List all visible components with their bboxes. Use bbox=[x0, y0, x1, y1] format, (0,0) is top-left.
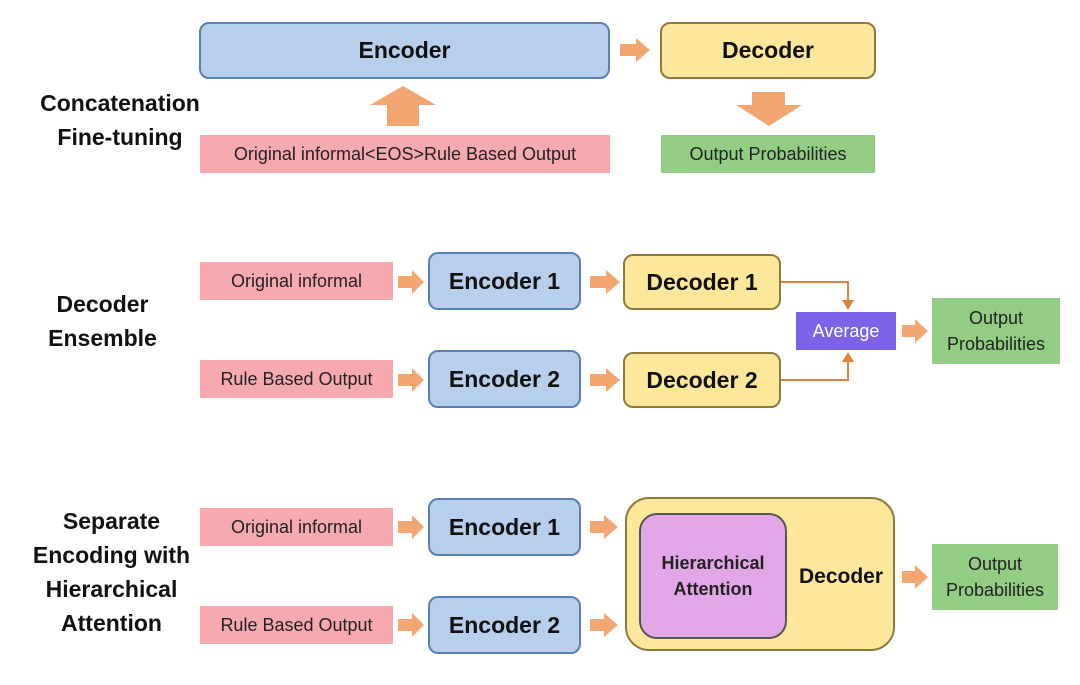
hierarchical-output-line-1: Output bbox=[967, 554, 1023, 574]
hierarchical-decoder-container: Hierarchical Attention Decoder bbox=[625, 497, 895, 651]
hierarchical-encoder1-box: Encoder 1 bbox=[428, 498, 581, 556]
concat-label-line-1: Concatenation bbox=[40, 90, 200, 116]
ensemble-output-line-2: Probabilities bbox=[946, 334, 1046, 354]
arrow-decoder-to-output bbox=[736, 92, 802, 126]
arrow-input1-to-encoder1-h bbox=[398, 515, 424, 539]
ensemble-input2-box: Rule Based Output bbox=[200, 360, 393, 398]
hierarchical-output-box: Output Probabilities bbox=[932, 544, 1058, 610]
arrow-decoder-to-output-h bbox=[902, 565, 928, 589]
arrow-input1-to-encoder1 bbox=[398, 270, 424, 294]
hierarchical-label-line-1: Separate bbox=[62, 508, 161, 534]
arrow-encoder2-to-decoder2 bbox=[590, 368, 620, 392]
hierarchical-section-label: Separate Encoding with Hierarchical Atte… bbox=[14, 504, 209, 640]
ensemble-label-line-1: Decoder bbox=[56, 291, 149, 317]
connector-decoder1-to-average bbox=[781, 281, 849, 302]
arrow-encoder2-to-decoder-h bbox=[590, 613, 618, 637]
arrow-average-to-output bbox=[902, 319, 928, 343]
attention-line-1: Hierarchical bbox=[661, 553, 765, 573]
ensemble-input1-box: Original informal bbox=[200, 262, 393, 300]
hierarchical-input1-box: Original informal bbox=[200, 508, 393, 546]
ensemble-decoder1-box: Decoder 1 bbox=[623, 254, 781, 310]
arrow-input-to-encoder bbox=[370, 86, 436, 126]
concat-label-line-2: Fine-tuning bbox=[57, 124, 183, 150]
ensemble-average-box: Average bbox=[796, 312, 896, 350]
arrow-encoder-to-decoder bbox=[620, 38, 650, 62]
connector-decoder2-to-average bbox=[781, 360, 849, 381]
hierarchical-attention-box: Hierarchical Attention bbox=[639, 513, 787, 639]
hierarchical-label-line-2: Encoding with bbox=[32, 542, 191, 568]
arrowhead-bottom-average bbox=[842, 352, 854, 362]
arrow-input2-to-encoder2 bbox=[398, 368, 424, 392]
concat-output-box: Output Probabilities bbox=[661, 135, 875, 173]
attention-line-2: Attention bbox=[673, 579, 753, 599]
ensemble-decoder2-box: Decoder 2 bbox=[623, 352, 781, 408]
ensemble-output-box: Output Probabilities bbox=[932, 298, 1060, 364]
hierarchical-label-line-3: Hierarchical bbox=[45, 576, 178, 602]
concat-decoder-box: Decoder bbox=[660, 22, 876, 79]
ensemble-label-line-2: Ensemble bbox=[48, 325, 157, 351]
hierarchical-encoder2-box: Encoder 2 bbox=[428, 596, 581, 654]
concat-input-box: Original informal<EOS>Rule Based Output bbox=[200, 135, 610, 173]
concat-encoder-box: Encoder bbox=[199, 22, 610, 79]
arrow-encoder1-to-decoder1 bbox=[590, 270, 620, 294]
ensemble-encoder2-box: Encoder 2 bbox=[428, 350, 581, 408]
arrow-input2-to-encoder2-h bbox=[398, 613, 424, 637]
arrowhead-top-average bbox=[842, 300, 854, 310]
hierarchical-decoder-label: Decoder bbox=[798, 565, 884, 588]
arrow-encoder1-to-decoder-h bbox=[590, 515, 618, 539]
ensemble-section-label: Decoder Ensemble bbox=[20, 287, 185, 355]
ensemble-encoder1-box: Encoder 1 bbox=[428, 252, 581, 310]
hierarchical-label-line-4: Attention bbox=[61, 610, 162, 636]
ensemble-output-line-1: Output bbox=[968, 308, 1024, 328]
hierarchical-input2-box: Rule Based Output bbox=[200, 606, 393, 644]
hierarchical-output-line-2: Probabilities bbox=[945, 580, 1045, 600]
concat-section-label: Concatenation Fine-tuning bbox=[20, 86, 220, 154]
